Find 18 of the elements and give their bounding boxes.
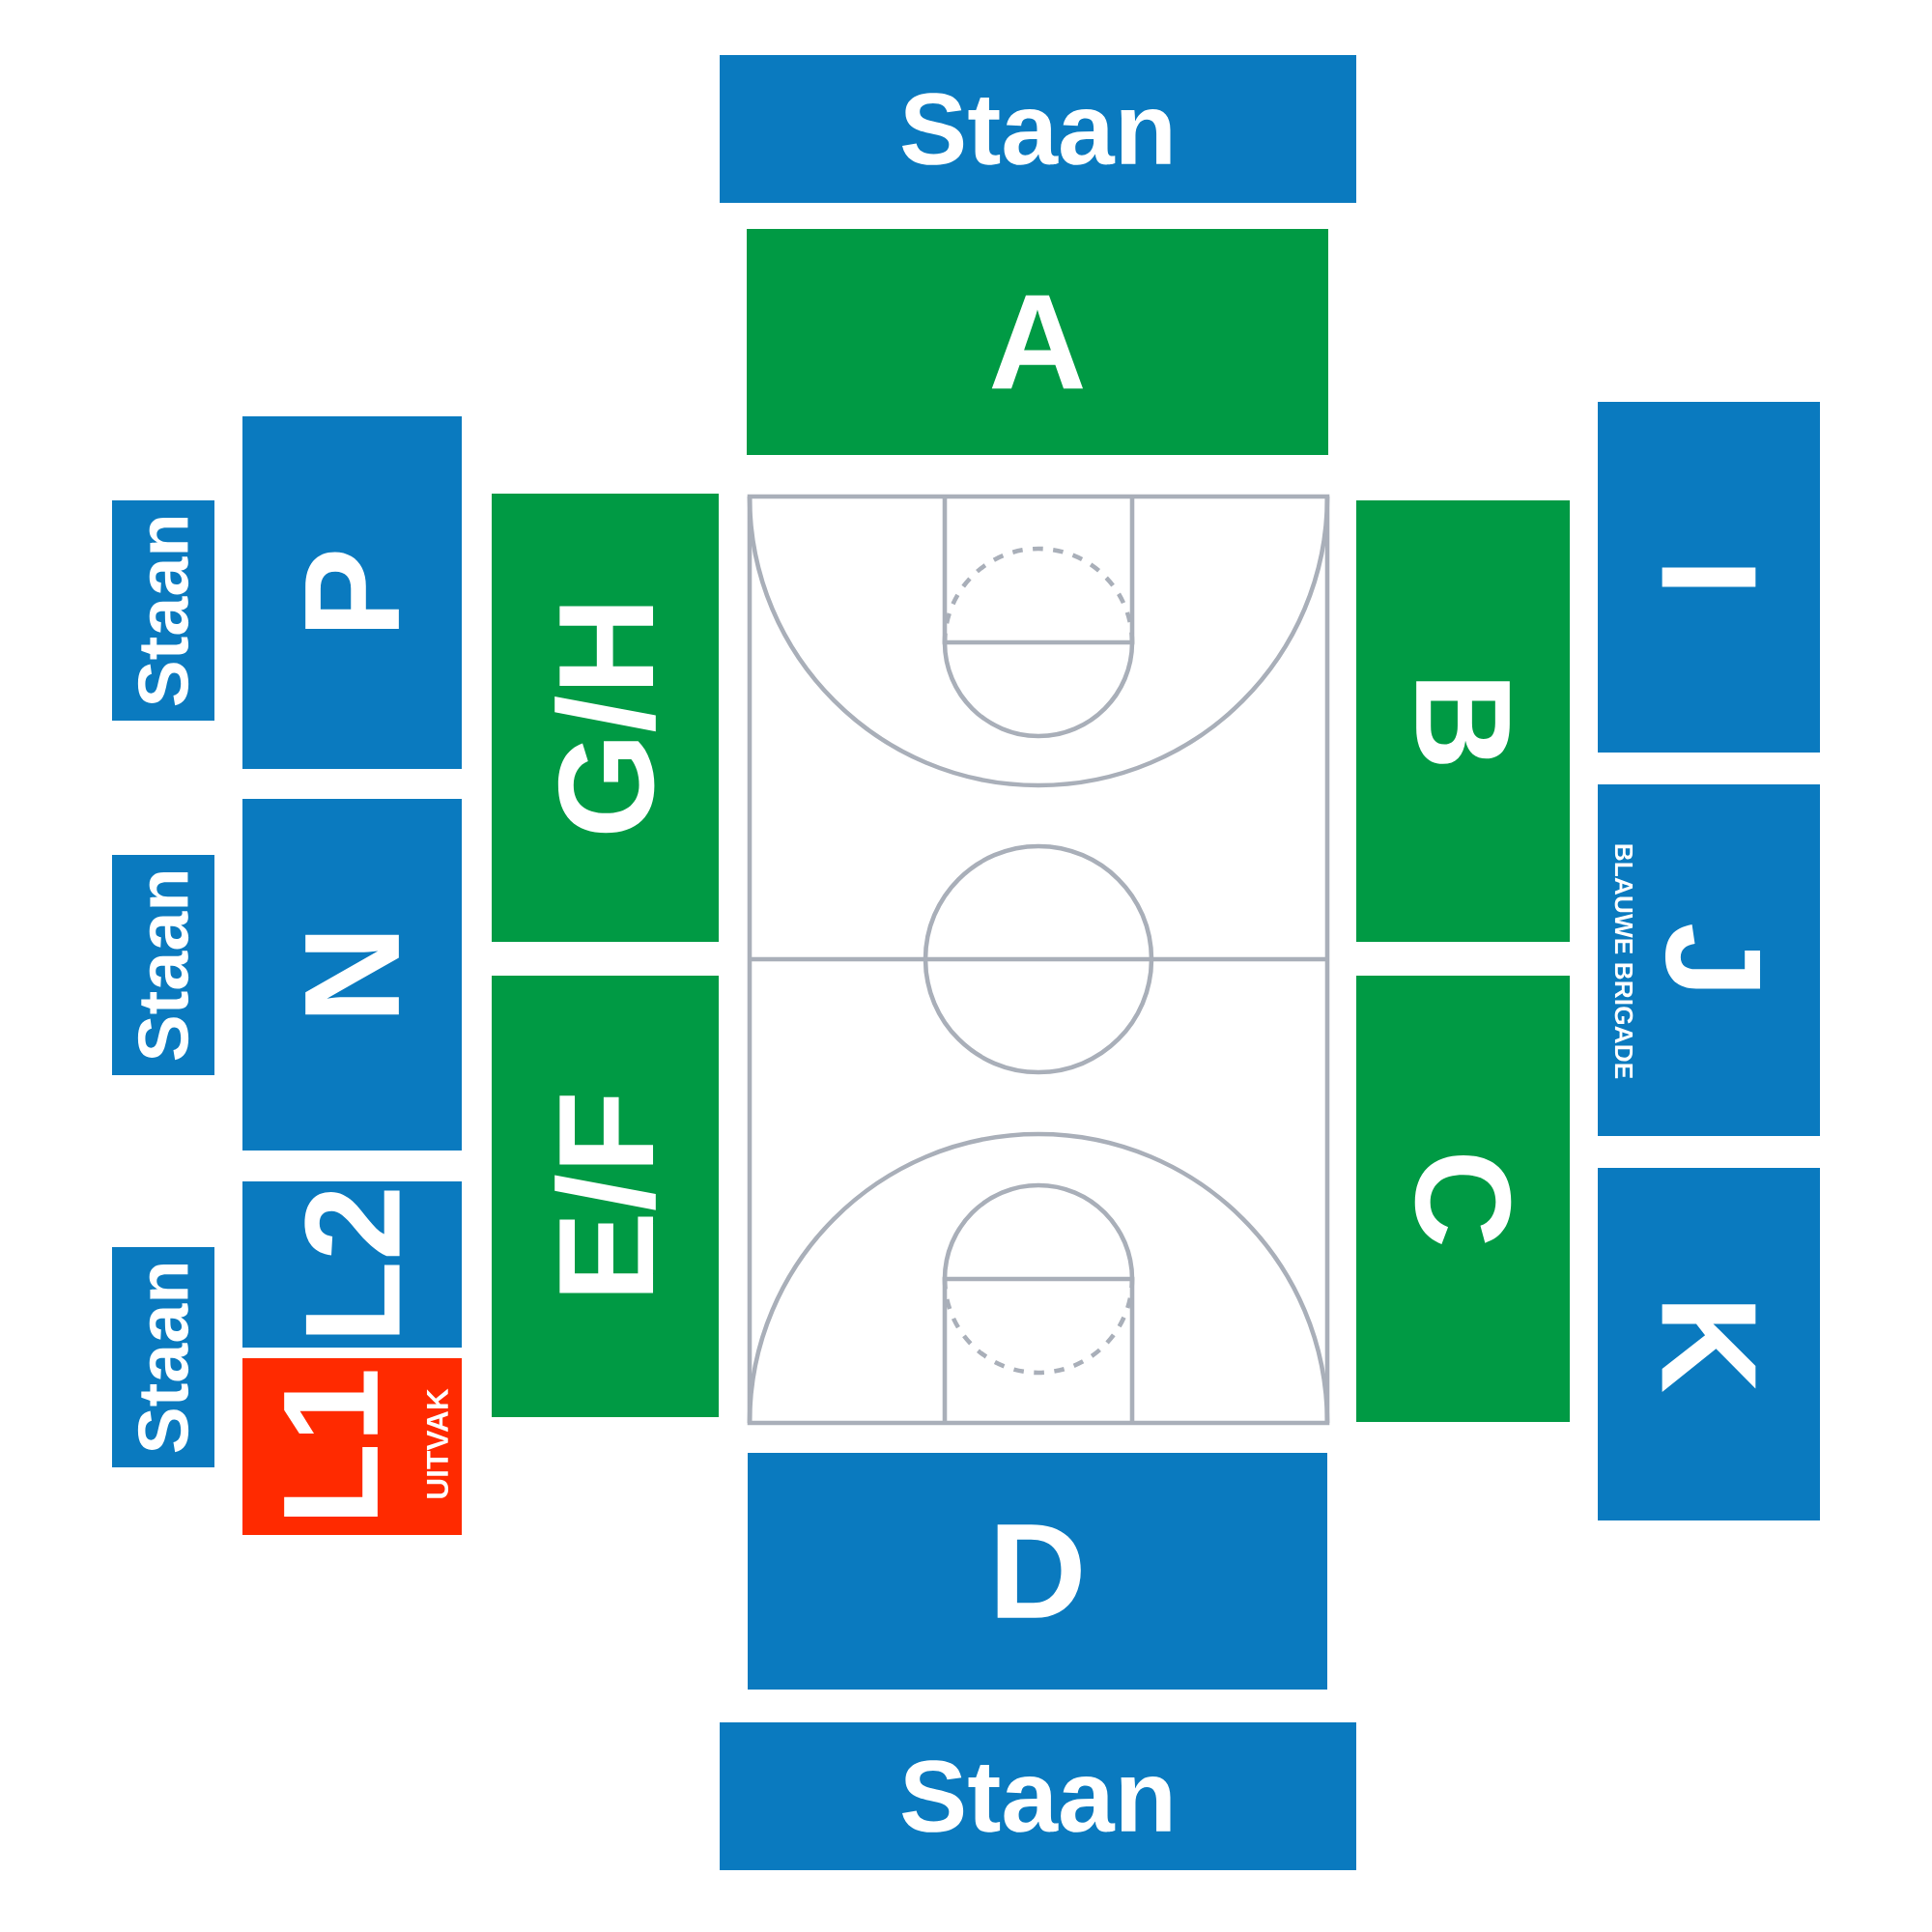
seating-section: N (242, 799, 462, 1151)
seating-section: G/H (492, 494, 719, 942)
seating-section: D (748, 1453, 1327, 1690)
seating-section: Staan (112, 855, 214, 1075)
seating-section: I (1598, 402, 1820, 753)
seating-section: Staan (112, 1247, 214, 1467)
seating-section: L2 (242, 1181, 462, 1348)
seating-section: C (1356, 976, 1570, 1422)
seating-section: Staan (112, 500, 214, 721)
seating-section: K (1598, 1168, 1820, 1520)
seating-section: L1 UITVAK (242, 1358, 462, 1535)
seating-section: J BLAUWE BRIGADE (1598, 784, 1820, 1136)
seating-section: Staan (720, 55, 1356, 203)
seating-section: E/F (492, 976, 719, 1417)
seating-section: B (1356, 500, 1570, 942)
seating-section: Staan (720, 1722, 1356, 1870)
seating-section: P (242, 416, 462, 769)
seating-section: A (747, 229, 1328, 455)
